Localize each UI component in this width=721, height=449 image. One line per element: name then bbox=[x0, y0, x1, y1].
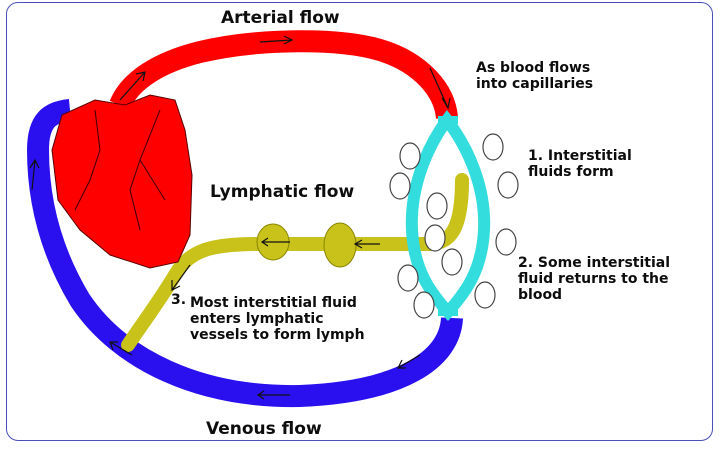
capillary-exit bbox=[438, 308, 458, 316]
flow-arrows bbox=[29, 35, 451, 400]
venous-flow-label: Venous flow bbox=[206, 419, 322, 439]
arterial-vessel bbox=[109, 30, 458, 120]
lymphatic-vessel bbox=[121, 173, 469, 352]
cell bbox=[426, 192, 448, 220]
lymphatic-flow-label: Lymphatic flow bbox=[210, 182, 355, 202]
step1-note: 1. Interstitial fluids form bbox=[528, 148, 632, 181]
arterial-flow-label: Arterial flow bbox=[221, 8, 340, 28]
cell bbox=[413, 291, 435, 319]
cell bbox=[399, 142, 421, 170]
arrow-icon bbox=[119, 71, 146, 101]
step3-note: Most interstitial fluid enters lymphatic… bbox=[190, 295, 365, 344]
arrow-icon bbox=[429, 67, 451, 110]
arrow-icon bbox=[256, 390, 290, 400]
arrow-icon bbox=[353, 239, 380, 249]
capillary-entry bbox=[438, 116, 458, 124]
arrow-icon bbox=[171, 264, 191, 291]
cell bbox=[474, 281, 496, 309]
cell bbox=[482, 133, 504, 161]
arrow-icon bbox=[109, 341, 133, 356]
heart-vessels bbox=[74, 109, 166, 231]
lymph-node-2 bbox=[323, 222, 357, 268]
cell bbox=[397, 264, 419, 292]
cell bbox=[389, 172, 411, 200]
capillaries-note: As blood flows into capillaries bbox=[476, 60, 594, 93]
heart bbox=[51, 94, 193, 269]
arrow-icon bbox=[259, 35, 294, 45]
cell bbox=[441, 248, 463, 276]
cell bbox=[424, 224, 446, 252]
step3-number: 3. bbox=[171, 292, 187, 308]
tissue-cells bbox=[389, 133, 519, 319]
arrow-icon bbox=[29, 158, 40, 191]
capillary-bed bbox=[405, 109, 491, 321]
arrow-icon bbox=[260, 237, 290, 247]
diagram-frame bbox=[6, 2, 713, 441]
step2-note: 2. Some interstitial fluid returns to th… bbox=[518, 255, 671, 304]
cell bbox=[497, 171, 519, 199]
venous-vessel bbox=[26, 99, 463, 408]
cell bbox=[495, 228, 517, 256]
arrow-icon bbox=[397, 354, 421, 369]
